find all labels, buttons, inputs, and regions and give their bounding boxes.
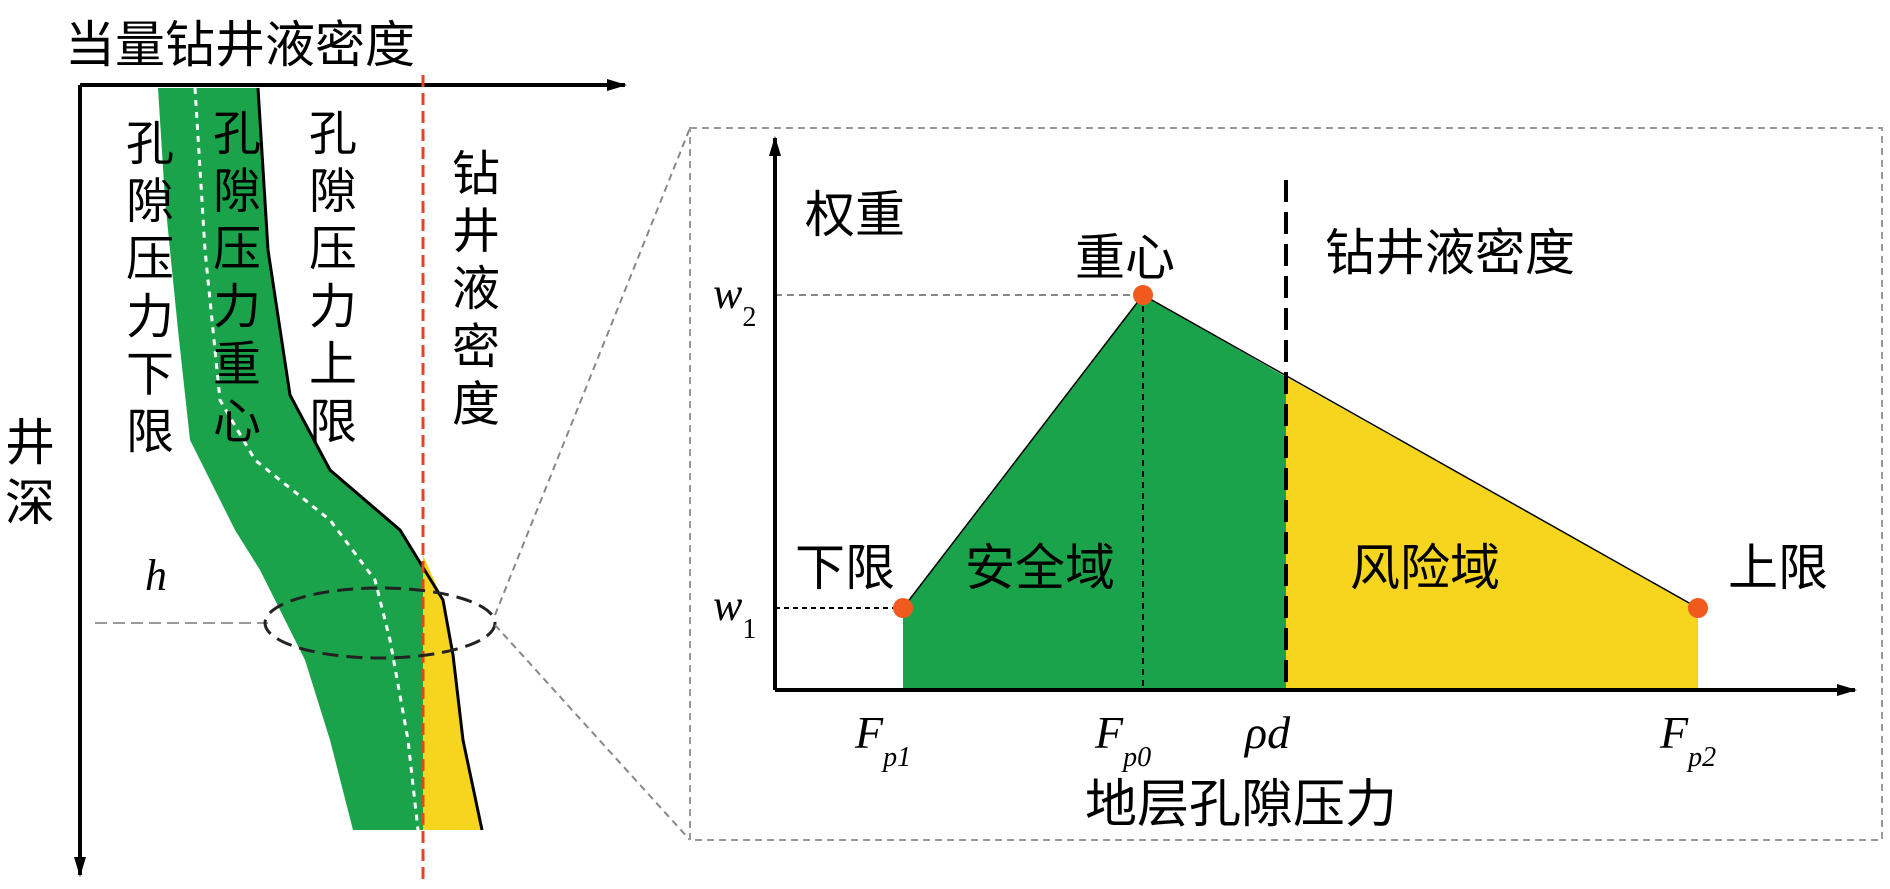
center-label: 重心	[1075, 229, 1175, 287]
right-panel: 权重 重心 钻井液密度 下限 上限 安全域 风险域 地层孔隙压力 w2 w1 F…	[689, 127, 1883, 841]
left-y-axis-label: 井深	[5, 414, 55, 532]
right-x-axis-label: 地层孔隙压力	[1085, 775, 1397, 835]
curve-label-center: 孔隙压力重心	[213, 106, 261, 450]
left-x-axis-label: 当量钻井液密度	[65, 16, 415, 74]
mud-density-label: 钻井液密度	[1325, 224, 1575, 282]
risk-region-label: 风险域	[1350, 539, 1500, 597]
fp1-label: Fp1	[854, 707, 911, 773]
upper-limit-point	[1688, 598, 1708, 618]
upper-limit-curve	[256, 87, 484, 831]
zoom-frame	[689, 127, 1883, 841]
pore-pressure-band	[158, 88, 475, 830]
upper-limit-label: 上限	[1728, 539, 1828, 597]
lower-limit-label: 下限	[795, 539, 895, 597]
zoom-ellipse	[263, 586, 497, 660]
rho-d-label: ρd	[1243, 707, 1291, 758]
curve-label-mud: 钻井液密度	[452, 146, 500, 432]
zoom-connector-bottom	[494, 624, 691, 841]
lower-limit-point	[893, 598, 913, 618]
zoom-connector-top	[494, 127, 691, 616]
risk-region-area	[1286, 377, 1698, 690]
safe-region-label: 安全域	[965, 539, 1115, 597]
fp2-label: Fp2	[1659, 707, 1716, 773]
curve-label-lower: 孔隙压力下限	[126, 116, 174, 460]
depth-marker-label: h	[145, 551, 167, 600]
center-point	[1133, 285, 1153, 305]
w1-label: w1	[713, 581, 756, 645]
curve-label-upper: 孔隙压力上限	[309, 106, 357, 450]
safe-region-area	[903, 295, 1286, 690]
w2-label: w2	[713, 269, 756, 333]
right-y-axis-label: 权重	[805, 186, 905, 244]
left-panel: 当量钻井液密度 井深 孔隙压力下限 孔隙压力重心 孔隙压力上限 钻井液密度 h	[5, 16, 627, 880]
fp0-label: Fp0	[1094, 707, 1151, 773]
